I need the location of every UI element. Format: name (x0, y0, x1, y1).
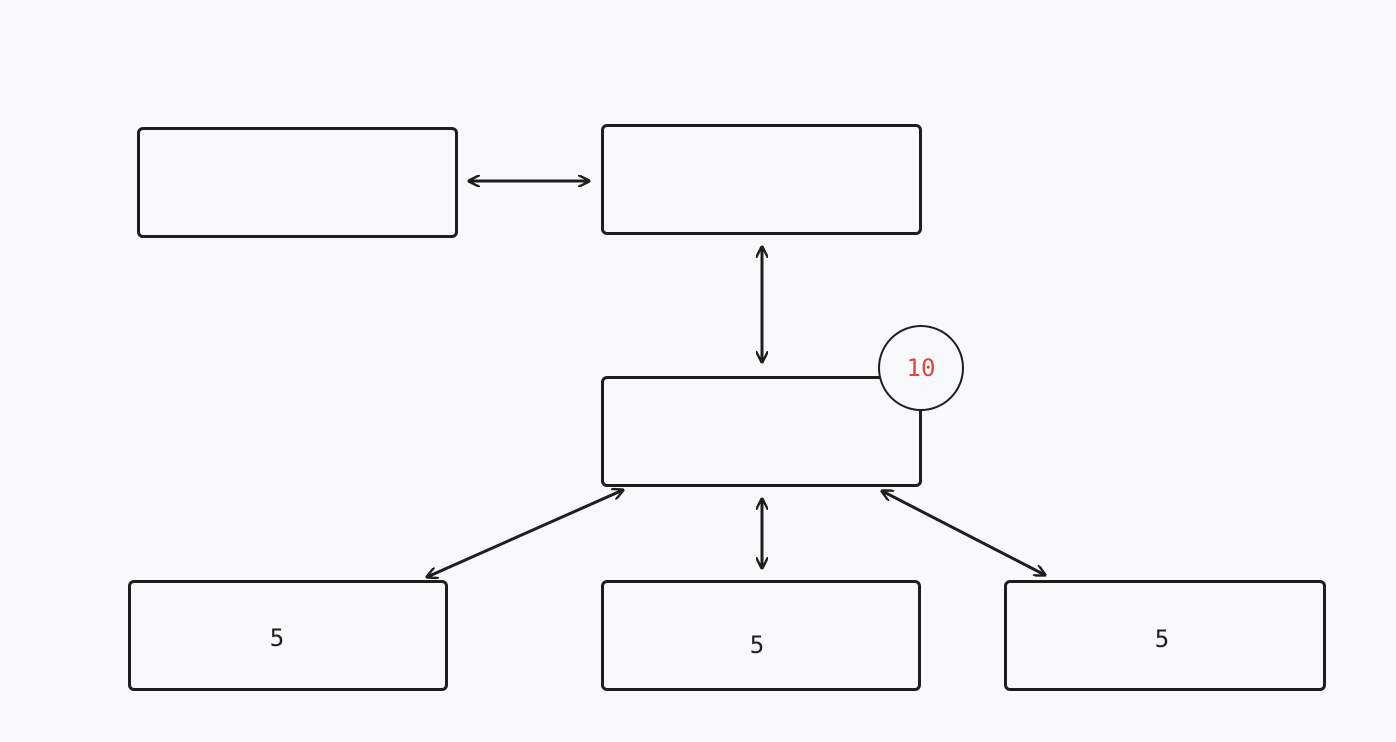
node-center[interactable] (601, 376, 922, 487)
node-bottom-left-label: 5 (269, 623, 285, 652)
node-bottom-right[interactable]: 5 (1004, 580, 1326, 691)
count-badge: 10 (878, 325, 964, 411)
count-badge-value: 10 (906, 354, 936, 382)
node-bottom-middle[interactable]: 5 (601, 580, 921, 691)
node-bottom-left[interactable]: 5 (128, 580, 448, 691)
node-top-middle[interactable] (601, 124, 922, 235)
node-top-left[interactable] (137, 127, 458, 238)
edge-center-bottom-right (882, 491, 1045, 575)
node-bottom-right-label: 5 (1154, 624, 1170, 653)
edge-center-bottom-left (427, 490, 623, 577)
node-bottom-middle-label: 5 (749, 630, 765, 659)
